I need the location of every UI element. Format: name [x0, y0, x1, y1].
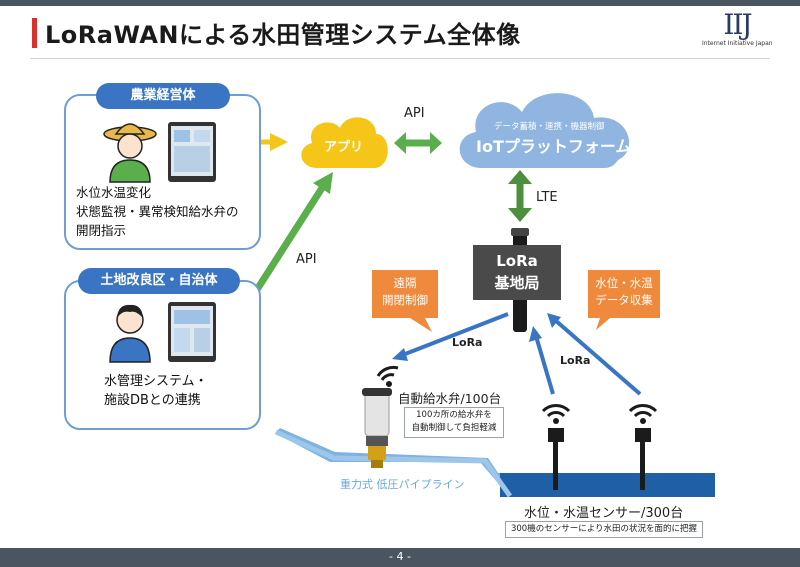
district-text: 水管理システム・ 施設DBとの連携 [104, 372, 208, 410]
district-app-arrowhead-top [313, 172, 333, 194]
lora-arrow-sensor1 [534, 335, 555, 395]
remote-control-callout [372, 270, 438, 332]
farmer-line-1: 水位水温変化 [76, 185, 152, 200]
page-number: - 4 - [389, 550, 411, 563]
paddy-water [500, 473, 715, 497]
iot-label: IoTプラットフォーム [476, 137, 632, 156]
app-label: アプリ [324, 140, 364, 155]
district-line-1: 水管理システム・ [104, 374, 208, 389]
app-iot-arrowhead-right [430, 132, 442, 154]
district-illustration [109, 302, 216, 363]
valve-note-line-1: 100カ所の給水弁を [416, 410, 492, 420]
data-callout-line-2: データ収集 [595, 293, 653, 307]
farmer-pill: 農業経営体 [96, 83, 230, 109]
valve-note-line-2: 自動制御して負担軽減 [411, 423, 497, 433]
sensor-1-icon [541, 404, 571, 490]
sensor-2-icon [628, 404, 658, 490]
farmer-line-3: 開閉指示 [76, 223, 127, 238]
remote-callout-line-2: 開閉制御 [382, 293, 428, 307]
lte-label: LTE [536, 190, 558, 205]
district-line-2: 施設DBとの連携 [104, 393, 201, 408]
remote-callout-text: 遠隔 開閉制御 [372, 275, 438, 309]
title-rule [30, 58, 770, 59]
lte-arrowhead-top [508, 170, 532, 184]
iot-sublabel: データ蓄積・連携・機器制御 [494, 122, 605, 132]
lora-arrow-sensor2-head [547, 313, 561, 328]
district-pill: 土地改良区・自治体 [78, 268, 240, 294]
base-station-line-2: 基地局 [494, 274, 540, 292]
tablet-icon-2 [168, 302, 216, 362]
lora-arrow-valve [399, 312, 509, 358]
iij-logo: IIJ Internet Initiative Japan [702, 8, 773, 48]
farmer-line-2: 状態監視・異常検知給水弁の [76, 204, 239, 219]
lora-arrow-sensor2 [553, 318, 642, 396]
sensor-label: 水位・水温センサー/300台 [524, 506, 684, 521]
data-callout-text: 水位・水温 データ収集 [588, 275, 660, 309]
lora-arrow-sensor1-head [529, 326, 542, 342]
valve-note: 100カ所の給水弁を 自動制御して負担軽減 [404, 407, 504, 438]
top-bar [0, 0, 800, 6]
base-antenna-top [511, 228, 529, 236]
base-station-line-1: LoRa [496, 252, 538, 270]
logo-subtitle: Internet Initiative Japan [702, 40, 773, 47]
valve-label: 自動給水弁/100台 [398, 391, 502, 406]
title-accent [32, 18, 37, 48]
data-callout-line-1: 水位・水温 [595, 276, 653, 290]
base-station-label: LoRa 基地局 [473, 250, 561, 294]
farmer-person-icon [103, 123, 157, 183]
footer-bar [0, 548, 800, 567]
iot-cloud [459, 93, 630, 168]
lora-right-label: LoRa [560, 354, 591, 367]
logo-mark: IIJ [723, 8, 752, 41]
data-collection-callout [588, 270, 660, 330]
sensor-note: 300機のセンサーにより水田の状況を面的に把握 [505, 521, 703, 538]
api-top-label: API [404, 106, 425, 121]
farmer-illustration [103, 122, 216, 183]
api-left-label: API [296, 252, 317, 267]
farmer-text: 水位水温変化 状態監視・異常検知給水弁の 開閉指示 [76, 183, 239, 240]
farmer-to-app-arrowhead [270, 133, 288, 151]
district-panel [64, 280, 261, 430]
remote-callout-line-1: 遠隔 [393, 276, 417, 290]
lte-arrowhead-bottom [508, 208, 532, 222]
app-cloud [301, 117, 388, 168]
official-person-icon [109, 304, 151, 363]
page-title: LoRaWANによる水田管理システム全体像 [45, 21, 521, 49]
lora-left-label: LoRa [452, 336, 483, 349]
valve-device-icon [362, 365, 399, 468]
tablet-icon [168, 122, 216, 182]
farmer-panel [64, 94, 261, 250]
app-iot-arrowhead-left [394, 132, 406, 154]
base-station-box [473, 245, 561, 300]
lora-arrow-valve-head [392, 348, 408, 361]
pipeline-line [274, 429, 513, 498]
pipeline-label: 重力式 低圧パイプライン [340, 478, 465, 491]
